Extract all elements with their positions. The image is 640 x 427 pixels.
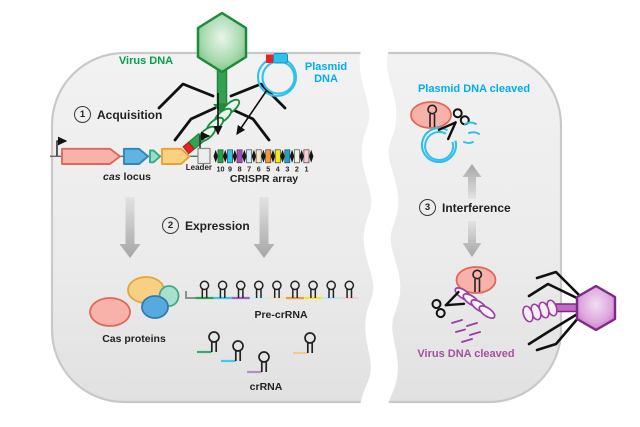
step-acquisition: 1 Acquisition	[74, 106, 162, 123]
cas-proteins-label: Cas proteins	[102, 333, 166, 345]
step-label: Interference	[442, 200, 511, 215]
cas-proteins-icon	[89, 276, 180, 327]
spacer-number: 2	[295, 165, 299, 174]
repeat-diamond	[232, 149, 237, 163]
repeat-diamond	[280, 149, 285, 163]
hairpin-icon	[199, 280, 210, 298]
repeat-diamond	[289, 149, 295, 163]
cell-tear-divider	[357, 30, 401, 427]
step-expression: 2 Expression	[162, 217, 250, 234]
repeat-diamond	[270, 149, 276, 163]
crispr-spacer	[284, 149, 291, 164]
crispr-spacer	[246, 149, 253, 164]
virus-cleaved-complex	[431, 266, 497, 343]
hairpin-icon	[304, 332, 316, 353]
spacer-number: 5	[266, 165, 270, 174]
cas-gene-3	[149, 149, 161, 164]
crispr-spacer	[293, 149, 300, 164]
plasmid-to-array-arrow	[236, 89, 268, 136]
repeat-diamond	[299, 149, 304, 163]
hairpin-icon	[344, 280, 355, 298]
bacterial-cell	[50, 51, 563, 404]
cas-promoter-icon	[56, 136, 68, 156]
plasmid-cleaved-label: Plasmid DNA cleaved	[417, 83, 531, 95]
cas-gene-4	[161, 147, 191, 165]
leader-label: Leader	[186, 163, 212, 172]
leader-box	[197, 147, 211, 165]
repeat-diamond	[213, 149, 218, 163]
expression-arrow-left-icon	[119, 197, 141, 258]
crispr-spacer	[265, 149, 272, 164]
plasmid-icon	[256, 53, 298, 98]
hairpin-icon	[232, 340, 244, 361]
step-number-badge: 3	[419, 199, 436, 216]
cas-gene-2	[123, 147, 149, 165]
phage-icon	[522, 270, 617, 352]
interference-arrow-up-icon	[462, 164, 482, 199]
virus-dna-label: Virus DNA	[118, 55, 174, 67]
virus-cleaved-label: Virus DNA cleaved	[417, 348, 515, 360]
crrna-label: crRNA	[249, 381, 283, 393]
hairpin-icon	[308, 280, 318, 298]
bound-crrna-icon	[427, 104, 438, 127]
cas-gene-1	[61, 147, 121, 165]
virus-dna-fragments-icon	[451, 319, 481, 343]
hairpin-icon	[326, 280, 337, 298]
hairpin-icon	[258, 351, 270, 372]
cleaved-plasmid-icon	[420, 126, 457, 164]
step-number-badge: 2	[162, 217, 179, 234]
hairpin-icon	[253, 280, 264, 298]
step-label: Expression	[185, 218, 250, 233]
repeat-diamond	[261, 149, 266, 163]
step-number-badge: 1	[74, 106, 91, 123]
spacer-number: 1	[304, 165, 308, 174]
step-interference: 3 Interference	[419, 199, 511, 216]
repeat-diamond	[242, 149, 247, 163]
crispr-spacer	[303, 149, 310, 164]
cleaved-virus-dna-icon	[454, 287, 496, 319]
plasmid-cleaved-complex	[410, 101, 480, 164]
virus-icon	[157, 11, 287, 142]
crispr-spacer	[274, 149, 281, 164]
crispr-spacer	[217, 149, 224, 164]
expression-arrow-right-icon	[253, 197, 275, 258]
crrna-icon	[197, 331, 316, 374]
spacer-number: 7	[247, 165, 251, 174]
crispr-spacer	[227, 149, 233, 164]
plasmid-dna-label: Plasmid DNA	[304, 61, 348, 86]
pre-crrna-label: Pre-crRNA	[254, 309, 308, 321]
repeat-diamond	[251, 149, 257, 163]
spacer-number: 4	[276, 165, 280, 174]
array-promoter-icon	[199, 131, 211, 148]
spacer-number: 8	[238, 165, 242, 174]
scissors-icon	[437, 108, 470, 141]
phage-dna-coil-icon	[522, 299, 558, 323]
spacer-number: 9	[228, 165, 232, 174]
bound-crrna-icon	[472, 269, 483, 292]
cas-locus	[50, 136, 198, 165]
spacer-number: 6	[257, 165, 261, 174]
hairpin-icon	[235, 280, 246, 298]
hairpin-icon	[290, 280, 300, 298]
crispr-array-label: CRISPR array	[229, 173, 299, 185]
spacer-number: 10	[217, 165, 225, 174]
repeat-diamond	[223, 149, 228, 163]
hairpin-icon	[272, 280, 282, 298]
repeat-diamond	[309, 149, 314, 163]
crispr-spacer	[255, 149, 262, 164]
interference-arrow-down-icon	[462, 221, 482, 257]
crispr-spacer	[236, 149, 243, 164]
pre-crrna-icon	[185, 280, 359, 300]
hairpin-icon	[208, 331, 220, 352]
scissors-icon	[431, 290, 466, 319]
step-label: Acquisition	[97, 107, 163, 122]
hairpin-icon	[217, 280, 228, 298]
spacer-number: 3	[285, 165, 289, 174]
plasmid-fragments-icon	[463, 121, 480, 144]
